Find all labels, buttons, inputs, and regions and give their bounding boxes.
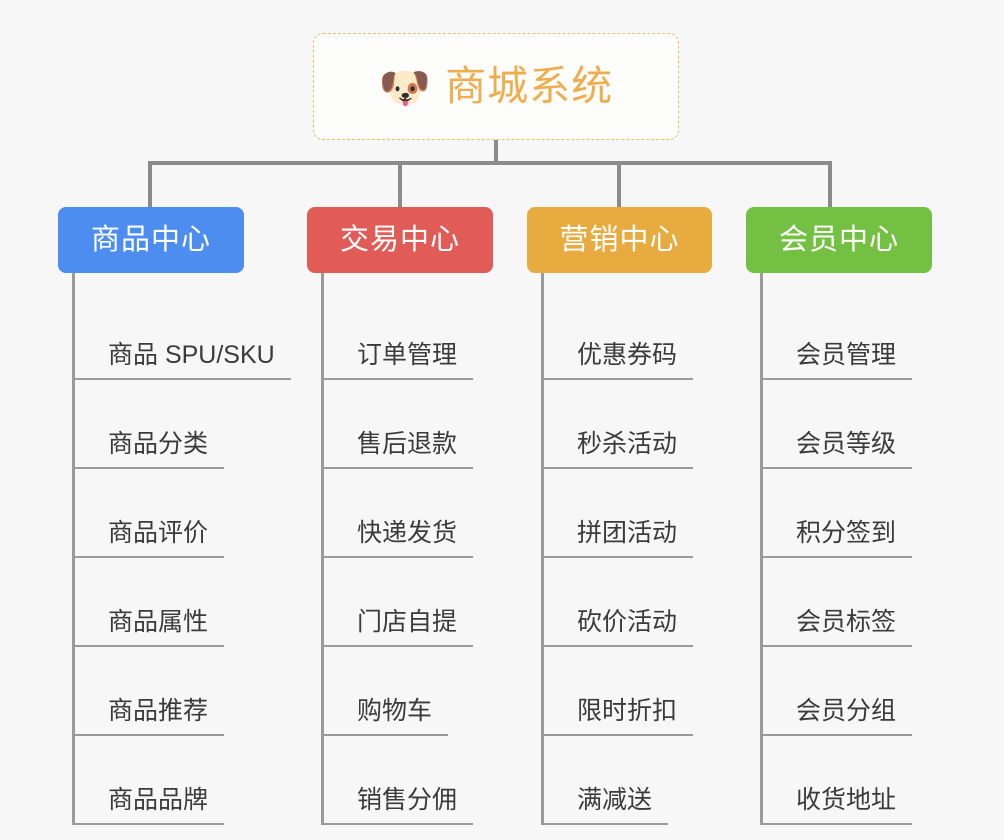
list-item[interactable]: 商品品牌 — [75, 736, 244, 825]
category-column-member-center: 会员中心会员管理会员等级积分签到会员标签会员分组收货地址 — [746, 207, 932, 825]
category-column-trade-center: 交易中心订单管理售后退款快递发货门店自提购物车销售分佣 — [307, 207, 493, 825]
list-item-label: 购物车 — [324, 697, 449, 736]
list-item-label: 商品分类 — [75, 430, 225, 469]
list-item[interactable]: 门店自提 — [324, 558, 493, 647]
list-item[interactable]: 快递发货 — [324, 469, 493, 558]
list-item-label: 商品品牌 — [75, 786, 225, 825]
list-item-label: 秒杀活动 — [544, 430, 694, 469]
list-item[interactable]: 收货地址 — [763, 736, 932, 825]
list-item[interactable]: 商品评价 — [75, 469, 244, 558]
list-item[interactable]: 售后退款 — [324, 380, 493, 469]
list-item-label: 收货地址 — [763, 786, 913, 825]
list-item[interactable]: 优惠券码 — [544, 291, 712, 380]
list-item[interactable]: 会员标签 — [763, 558, 932, 647]
list-item-label: 商品属性 — [75, 608, 225, 647]
list-item-label: 满减送 — [544, 786, 669, 825]
list-item[interactable]: 限时折扣 — [544, 647, 712, 736]
list-item-label: 商品 SPU/SKU — [75, 341, 291, 380]
list-item-label: 售后退款 — [324, 430, 474, 469]
connector-horizontal-bar — [148, 161, 832, 165]
list-item-label: 会员标签 — [763, 608, 913, 647]
list-item[interactable]: 商品分类 — [75, 380, 244, 469]
root-node[interactable]: 🐶 商城系统 — [313, 33, 679, 140]
list-item-label: 拼团活动 — [544, 519, 694, 558]
category-header-product-center[interactable]: 商品中心 — [58, 207, 244, 273]
list-item[interactable]: 会员分组 — [763, 647, 932, 736]
category-column-marketing-center: 营销中心优惠券码秒杀活动拼团活动砍价活动限时折扣满减送 — [527, 207, 712, 825]
root-title: 商城系统 — [445, 63, 614, 109]
list-item-label: 优惠券码 — [544, 341, 694, 380]
list-item-label: 砍价活动 — [544, 608, 694, 647]
list-item[interactable]: 满减送 — [544, 736, 712, 825]
list-item[interactable]: 砍价活动 — [544, 558, 712, 647]
list-item-label: 销售分佣 — [324, 786, 474, 825]
connector-stem — [494, 140, 498, 164]
list-item[interactable]: 销售分佣 — [324, 736, 493, 825]
list-item[interactable]: 秒杀活动 — [544, 380, 712, 469]
list-item[interactable]: 商品推荐 — [75, 647, 244, 736]
connector-drop-member-center — [828, 161, 832, 208]
connector-drop-marketing-center — [617, 161, 621, 208]
list-item-label: 商品评价 — [75, 519, 225, 558]
list-item[interactable]: 积分签到 — [763, 469, 932, 558]
category-header-marketing-center[interactable]: 营销中心 — [527, 207, 712, 273]
list-item-label: 订单管理 — [324, 341, 474, 380]
list-item[interactable]: 拼团活动 — [544, 469, 712, 558]
list-item-label: 门店自提 — [324, 608, 474, 647]
list-item-label: 积分签到 — [763, 519, 913, 558]
connector-drop-product-center — [148, 161, 152, 208]
list-item[interactable]: 会员等级 — [763, 380, 932, 469]
item-list-trade-center: 订单管理售后退款快递发货门店自提购物车销售分佣 — [321, 273, 493, 825]
list-item[interactable]: 商品属性 — [75, 558, 244, 647]
list-item[interactable]: 购物车 — [324, 647, 493, 736]
item-list-member-center: 会员管理会员等级积分签到会员标签会员分组收货地址 — [760, 273, 932, 825]
item-list-product-center: 商品 SPU/SKU 商品分类商品评价商品属性商品推荐商品品牌 — [72, 273, 291, 825]
category-column-product-center: 商品中心商品 SPU/SKU 商品分类商品评价商品属性商品推荐商品品牌 — [58, 207, 291, 825]
list-item-label: 快递发货 — [324, 519, 474, 558]
item-list-marketing-center: 优惠券码秒杀活动拼团活动砍价活动限时折扣满减送 — [541, 273, 712, 825]
list-item-label: 商品推荐 — [75, 697, 225, 736]
list-item[interactable]: 会员管理 — [763, 291, 932, 380]
list-item-label: 会员分组 — [763, 697, 913, 736]
category-header-trade-center[interactable]: 交易中心 — [307, 207, 493, 273]
category-header-member-center[interactable]: 会员中心 — [746, 207, 932, 273]
connector-drop-trade-center — [398, 161, 402, 208]
list-item-label: 会员等级 — [763, 430, 913, 469]
list-item-label: 限时折扣 — [544, 697, 694, 736]
list-item[interactable]: 商品 SPU/SKU — [75, 291, 291, 380]
shiba-dog-face-icon: 🐶 — [378, 63, 432, 111]
list-item[interactable]: 订单管理 — [324, 291, 493, 380]
list-item-label: 会员管理 — [763, 341, 913, 380]
